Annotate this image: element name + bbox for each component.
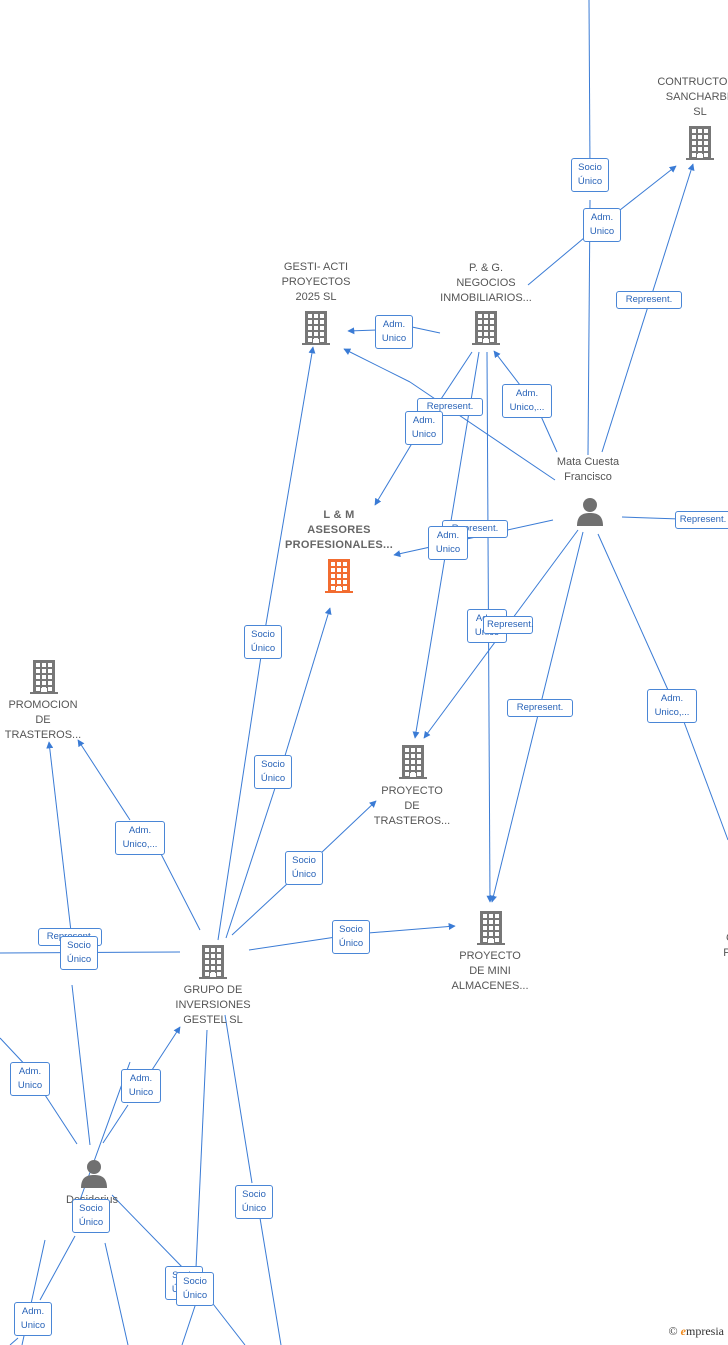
edge-line xyxy=(39,1235,76,1301)
edge-line xyxy=(46,741,73,941)
edge-line xyxy=(621,516,681,520)
edge-line xyxy=(493,350,521,386)
edge-line xyxy=(195,1029,208,1269)
node-label-right-cut[interactable]: CPL xyxy=(723,932,728,959)
edge-line xyxy=(104,1242,129,1345)
edge-label[interactable]: Represent. xyxy=(483,616,533,634)
edge-line xyxy=(77,739,131,821)
edge-label[interactable]: Represent. xyxy=(616,291,682,309)
edge-label[interactable]: Adm.Unico,... xyxy=(647,689,697,723)
edge-label[interactable]: Adm.Unico,... xyxy=(115,821,165,855)
building-icon[interactable] xyxy=(199,945,227,984)
building-icon[interactable] xyxy=(30,660,58,699)
edge-line xyxy=(539,413,558,453)
edge-line xyxy=(111,1194,186,1271)
edge-line xyxy=(248,936,337,951)
edge-line xyxy=(374,439,415,506)
edge-label[interactable]: Adm.Unico xyxy=(14,1302,52,1336)
edge-line xyxy=(231,882,289,936)
person-icon[interactable] xyxy=(575,496,605,531)
edge-line xyxy=(343,348,411,383)
logo-e: e xyxy=(680,1324,686,1338)
edge-line xyxy=(527,237,585,286)
edge-line xyxy=(588,0,591,171)
building-icon[interactable] xyxy=(686,126,714,165)
edge-label[interactable]: Represent. xyxy=(675,511,728,529)
edge-line xyxy=(9,1337,19,1345)
building-icon[interactable] xyxy=(399,745,427,784)
building-icon[interactable] xyxy=(472,311,500,350)
edge-line xyxy=(217,629,266,941)
edge-label[interactable]: Adm.Unico xyxy=(10,1062,50,1096)
logo-text: mpresia xyxy=(686,1324,724,1338)
edge-line xyxy=(490,531,584,903)
person-icon[interactable] xyxy=(79,1158,109,1193)
edge-label[interactable]: Adm.Unico xyxy=(121,1069,161,1103)
edge-label[interactable]: Adm.Unico xyxy=(583,208,621,242)
edge-line xyxy=(683,721,728,841)
edge-label[interactable]: Adm.Unico xyxy=(428,526,468,560)
edge-line xyxy=(276,607,332,783)
building-icon[interactable] xyxy=(477,911,505,950)
edge-line xyxy=(159,851,201,931)
edge-label[interactable]: Adm.Unico xyxy=(375,315,413,349)
building-icon[interactable] xyxy=(302,311,330,350)
copyright-symbol: © xyxy=(668,1324,678,1338)
edge-label[interactable]: Adm.Unico,... xyxy=(502,384,552,418)
edge-line xyxy=(71,984,91,1146)
edge-line xyxy=(597,533,669,691)
edge-line xyxy=(44,1094,78,1145)
edge-line xyxy=(319,800,377,855)
building-icon[interactable] xyxy=(325,559,353,598)
edge-line xyxy=(619,165,677,211)
edge-line xyxy=(224,1014,253,1184)
edge-line xyxy=(181,1302,197,1345)
edge-line xyxy=(411,326,441,334)
edge-line xyxy=(367,923,456,934)
empresia-logo[interactable]: © empresia xyxy=(669,1324,724,1339)
edge-line xyxy=(149,1026,181,1074)
edge-line xyxy=(587,199,591,456)
edge-line xyxy=(102,1104,129,1144)
edge-line xyxy=(264,346,316,631)
edge-line xyxy=(209,1299,246,1345)
edge-label[interactable]: Represent. xyxy=(507,699,573,717)
node-label-contructora[interactable]: CONTRUCTORASANCHARBESL xyxy=(657,76,728,118)
edge-line xyxy=(225,781,278,939)
edge-line xyxy=(347,327,378,335)
edge-label[interactable]: Adm.Unico xyxy=(405,411,443,445)
edge-line xyxy=(259,1217,282,1345)
